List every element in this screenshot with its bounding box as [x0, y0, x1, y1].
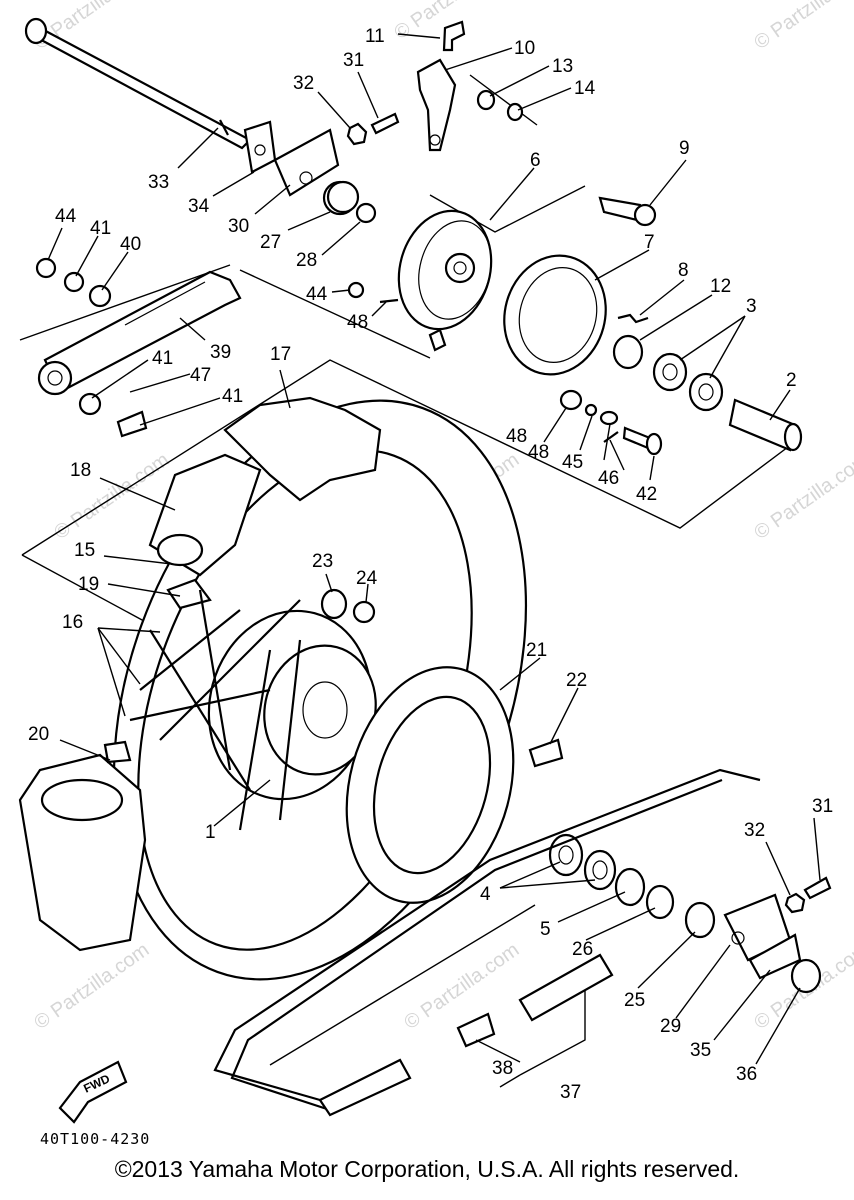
callout-47: 48 — [506, 426, 527, 447]
callout-28: 28 — [296, 250, 317, 271]
watermark: © Partzilla.com — [400, 939, 523, 1034]
watermark: © Partzilla.com — [30, 0, 153, 54]
rim-band — [148, 453, 262, 610]
hub-and-spokes — [129, 589, 377, 831]
callout-8: 8 — [678, 260, 689, 281]
callout-46: 46 — [598, 468, 619, 489]
callout-43: 42 — [636, 484, 657, 505]
callout-16: 16 — [62, 612, 83, 633]
callout-37: 37 — [560, 1082, 581, 1103]
callout-48: 48 — [528, 442, 549, 463]
torque-rod — [35, 257, 399, 438]
brake-plate — [397, 209, 493, 352]
callout-34: 34 — [188, 196, 210, 217]
copyright-notice: ©2013 Yamaha Motor Corporation, U.S.A. A… — [114, 1156, 740, 1182]
callout-24: 24 — [356, 568, 378, 589]
callout-41-top: 41 — [90, 218, 111, 239]
callout-1: 1 — [205, 822, 216, 843]
callout-19: 19 — [78, 574, 99, 595]
callout-21: 21 — [526, 640, 547, 661]
brake-arm — [416, 20, 524, 152]
fwd-arrow: FWD — [58, 1060, 128, 1124]
hub-bearings-right — [612, 334, 803, 452]
brake-cam — [598, 196, 657, 227]
exploded-parts-diagram: © Partzilla.com © Partzilla.com © Partzi… — [18, 0, 854, 1148]
leader-lines — [47, 33, 821, 1065]
callout-31-right: 31 — [812, 796, 833, 817]
callout-18: 18 — [70, 460, 91, 481]
callout-38: 38 — [492, 1058, 513, 1079]
callout-31: 31 — [343, 50, 364, 71]
callout-32: 32 — [293, 73, 314, 94]
oil-seal-left — [326, 180, 360, 214]
callout-5: 5 — [540, 919, 551, 940]
callout-45: 45 — [562, 452, 583, 473]
callout-44-left: 44 — [55, 206, 77, 227]
callout-20: 20 — [28, 724, 49, 745]
torque-bolt-parts — [559, 389, 663, 456]
callout-27: 27 — [260, 232, 281, 253]
callout-13: 13 — [552, 56, 573, 77]
callout-10: 10 — [514, 38, 535, 59]
callout-35: 35 — [690, 1040, 711, 1061]
callout-36: 36 — [736, 1064, 757, 1085]
callout-25: 25 — [624, 990, 645, 1011]
drive-chain — [213, 768, 761, 1117]
callout-numbers: 11 10 13 14 31 32 33 34 30 27 28 6 9 7 8… — [28, 26, 833, 1103]
callout-12: 12 — [710, 276, 731, 297]
callout-6: 6 — [530, 150, 541, 171]
callout-29: 29 — [660, 1016, 681, 1037]
callout-14: 14 — [574, 78, 596, 99]
hub-bearings-left — [548, 833, 716, 939]
callout-39: 39 — [210, 342, 231, 363]
chain-puller-right — [723, 876, 832, 994]
tire-section — [18, 740, 147, 952]
callout-3: 3 — [746, 296, 757, 317]
adjuster-bolt-top — [346, 112, 400, 146]
group-outlines — [19, 74, 801, 1088]
drawing-code: 40T100-4230 — [40, 1130, 150, 1148]
watermark: © Partzilla.com — [750, 0, 854, 54]
rear-sprocket — [345, 666, 564, 904]
callout-15: 15 — [74, 540, 95, 561]
callout-2: 2 — [786, 370, 797, 391]
watermark: © Partzilla.com — [30, 939, 153, 1034]
callout-26: 26 — [572, 939, 593, 960]
callout-44-mid: 44 — [306, 284, 328, 305]
callout-9: 9 — [679, 138, 690, 159]
callout-23: 23 — [312, 551, 333, 572]
hub-spacers — [320, 588, 376, 624]
callout-48-top: 48 — [347, 312, 368, 333]
callout-7: 7 — [644, 232, 655, 253]
callout-11: 11 — [365, 26, 385, 47]
callout-30: 30 — [228, 216, 249, 237]
callout-41: 41 — [152, 348, 173, 369]
brake-shoes — [503, 254, 649, 376]
callout-40: 40 — [120, 234, 141, 255]
callout-33: 33 — [148, 172, 169, 193]
callout-22: 22 — [566, 670, 587, 691]
callout-4: 4 — [480, 884, 491, 905]
callout-46-left: 47 — [190, 365, 211, 386]
callout-17: 17 — [270, 344, 291, 365]
callout-42: 41 — [222, 386, 243, 407]
callout-32-right: 32 — [744, 820, 765, 841]
